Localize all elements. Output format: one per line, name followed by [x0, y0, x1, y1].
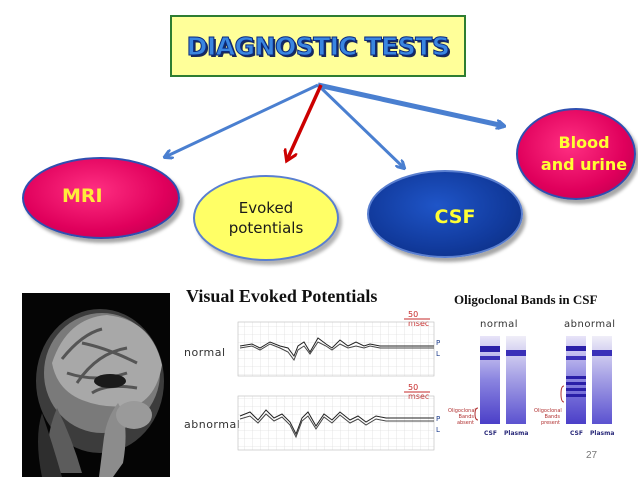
ocb-gel-image	[474, 336, 612, 424]
csf-ellipse: CSF	[367, 170, 523, 258]
ocb-lane-csf-abnormal: CSF	[570, 430, 583, 437]
slide-title: DIAGNOSTIC TESTS	[186, 31, 450, 61]
vep-traces	[237, 318, 435, 451]
arrow-to-evoked	[287, 84, 323, 160]
ocb-lane-plasma-normal: Plasma	[504, 430, 529, 437]
oligoclonal-bands-figure: Oligoclonal Bands in CSF normal abnormal	[448, 292, 630, 442]
vep-trace-abnormal-1	[239, 409, 434, 436]
evoked-label-line1: Evoked	[238, 198, 294, 217]
vep-abnormal-label: abnormal	[184, 418, 241, 431]
band	[566, 388, 586, 391]
mri-ellipse: MRI	[22, 157, 180, 239]
band	[566, 394, 586, 397]
lane-abnormal-plasma	[592, 336, 612, 424]
band	[566, 382, 586, 385]
vep-grid-normal	[237, 321, 435, 377]
blood-label-line2: and urine	[540, 155, 628, 174]
band	[566, 346, 586, 351]
ocb-lane-csf-normal: CSF	[484, 430, 497, 437]
band	[480, 356, 500, 360]
evoked-potentials-ellipse: Evoked potentials	[193, 175, 339, 261]
ocb-title: Oligoclonal Bands in CSF	[454, 292, 598, 307]
band	[480, 346, 500, 352]
band	[592, 350, 612, 356]
bracket-present	[560, 385, 565, 403]
title-box: DIAGNOSTIC TESTS	[170, 15, 466, 77]
vep-trace-normal-1	[239, 337, 434, 358]
vep-trace-abnormal-2	[239, 413, 434, 439]
vep-grid-abnormal	[237, 395, 435, 451]
page-number: 27	[586, 450, 598, 461]
arrow-to-mri	[165, 83, 319, 157]
ocb-normal-label: normal	[480, 319, 519, 330]
vep-title: Visual Evoked Potentials	[186, 286, 378, 306]
vep-normal-label: normal	[184, 346, 226, 359]
band	[566, 356, 586, 360]
blood-label-line1: Blood	[558, 133, 610, 153]
mri-label: MRI	[62, 185, 103, 207]
arrow-to-blood	[317, 82, 504, 126]
ocb-lane-plasma-abnormal: Plasma	[590, 430, 615, 437]
arrow-to-csf	[316, 83, 404, 168]
ocb-abnormal-label: abnormal	[564, 319, 616, 330]
evoked-label-line2: potentials	[228, 219, 304, 237]
bracket-absent	[474, 407, 479, 421]
vep-figure: Visual Evoked Potentials normal abnormal…	[180, 286, 441, 458]
vep-trace-normal-2	[239, 341, 434, 362]
blood-urine-ellipse: Blood and urine	[516, 108, 636, 200]
band	[566, 376, 586, 379]
band	[506, 350, 526, 356]
lane-normal-plasma	[506, 336, 526, 424]
csf-label: CSF	[434, 206, 476, 228]
mri-brain-image	[22, 293, 170, 477]
